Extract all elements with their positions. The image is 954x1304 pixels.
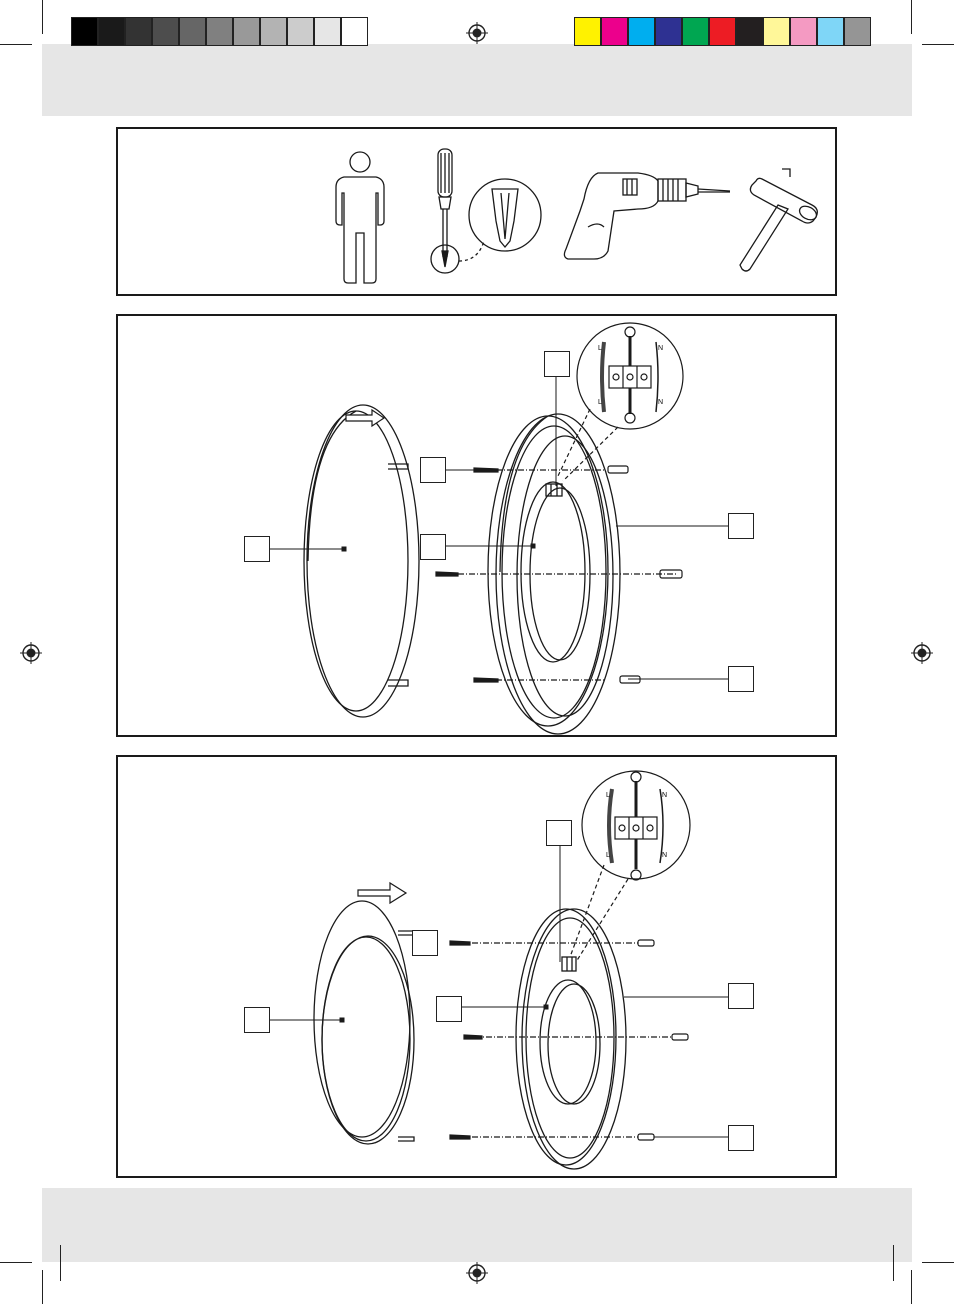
callout-box-cover <box>244 536 270 562</box>
crop-mark <box>893 1245 894 1281</box>
tools-illustration <box>335 148 818 284</box>
color-swatch <box>817 17 844 46</box>
direction-arrow <box>357 881 408 905</box>
gray-swatch <box>260 17 287 46</box>
callout-box-terminal <box>546 820 572 846</box>
gray-swatch <box>98 17 125 46</box>
color-swatch <box>655 17 682 46</box>
gray-swatch <box>206 17 233 46</box>
lamp-base <box>515 908 627 1170</box>
callout-box-housing <box>728 983 754 1009</box>
grayscale-color-bar <box>71 17 368 46</box>
top-gray-band <box>42 44 912 116</box>
screws-and-wall-plugs <box>449 939 689 1141</box>
gray-swatch <box>125 17 152 46</box>
color-swatch <box>682 17 709 46</box>
gray-swatch <box>341 17 368 46</box>
crop-mark <box>911 1270 912 1304</box>
registration-mark-bottom <box>466 1262 488 1284</box>
callout-box-base <box>420 534 446 560</box>
screws-and-wall-plugs <box>435 465 683 684</box>
callout-box-wall-plug <box>728 1125 754 1151</box>
exploded-view-2: L N L N <box>270 770 730 1170</box>
exploded-view-1: L N L N <box>270 322 730 735</box>
gray-swatch <box>152 17 179 46</box>
live-label-top: L <box>606 792 610 799</box>
lamp-cover <box>313 900 415 1145</box>
screwdriver-icon <box>430 148 542 274</box>
color-swatch <box>628 17 655 46</box>
color-swatch <box>763 17 790 46</box>
crop-mark <box>42 1270 43 1304</box>
gray-swatch <box>233 17 260 46</box>
person-icon <box>335 151 385 284</box>
gray-swatch <box>71 17 98 46</box>
tools-panel <box>116 127 837 296</box>
hammer-icon <box>739 168 818 272</box>
registration-mark-left <box>20 642 42 664</box>
crop-mark <box>0 1262 32 1263</box>
live-label-bottom: L <box>598 399 602 406</box>
crop-mark <box>42 0 43 34</box>
drill-icon <box>563 172 731 260</box>
bottom-gray-band <box>42 1188 912 1262</box>
color-swatch <box>574 17 601 46</box>
gray-swatch <box>179 17 206 46</box>
crop-mark <box>911 0 912 34</box>
live-label-top: L <box>598 345 602 352</box>
mounting-step-2-panel: L N L N <box>116 755 837 1178</box>
color-swatch <box>844 17 871 46</box>
wiring-detail <box>557 322 684 482</box>
crop-mark <box>922 1262 954 1263</box>
callout-box-housing <box>728 513 754 539</box>
lamp-cover <box>303 404 420 718</box>
registration-mark-right <box>911 642 933 664</box>
crop-mark <box>60 1245 61 1281</box>
process-color-bar <box>574 17 871 46</box>
color-swatch <box>736 17 763 46</box>
callout-box-screw <box>412 930 438 956</box>
color-swatch <box>601 17 628 46</box>
crop-mark <box>0 44 32 45</box>
wiring-detail <box>569 770 691 963</box>
registration-mark-top <box>466 22 488 44</box>
callout-lines <box>270 845 730 1138</box>
callout-box-terminal <box>544 351 570 377</box>
neutral-label-top: N <box>658 345 663 352</box>
neutral-label-bottom: N <box>658 399 663 406</box>
gray-swatch <box>314 17 341 46</box>
direction-arrow <box>345 408 386 428</box>
neutral-label-bottom: N <box>662 852 667 859</box>
color-swatch <box>790 17 817 46</box>
color-swatch <box>709 17 736 46</box>
mounting-step-1-panel: L N L N <box>116 314 837 737</box>
callout-box-base <box>436 996 462 1022</box>
callout-box-wall-plug <box>728 666 754 692</box>
neutral-label-top: N <box>662 792 667 799</box>
gray-swatch <box>287 17 314 46</box>
callout-box-cover <box>244 1007 270 1033</box>
lamp-base <box>487 413 621 735</box>
crop-mark <box>922 44 954 45</box>
live-label-bottom: L <box>606 852 610 859</box>
callout-box-screw <box>420 457 446 483</box>
callout-lines <box>270 376 730 680</box>
